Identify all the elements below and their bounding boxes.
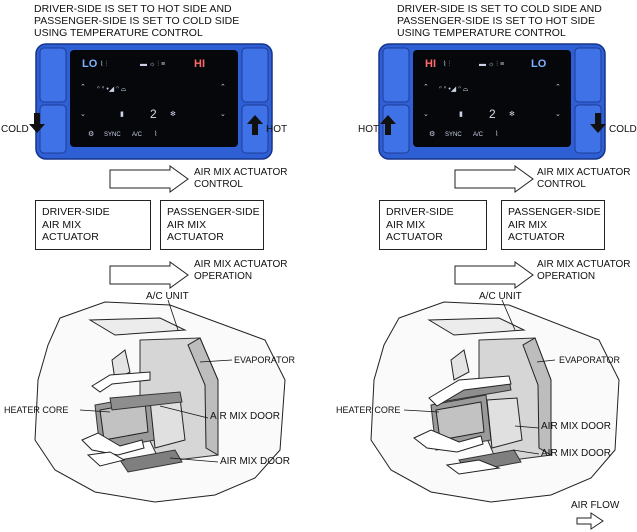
air-flow-legend-label: AIR FLOW bbox=[571, 500, 620, 511]
right-ac-unit-drawing bbox=[370, 301, 620, 503]
right-driver-display: HI bbox=[425, 58, 436, 70]
left-sync-label: SYNC bbox=[104, 132, 121, 138]
left-illustration: LO HI ⌇ ⫶▬ ☼ ⫶ ≡ ⌃⌃ ᐢ ᐢ •◢ ᐢ ⌓ ⌄⌄ ▮✻ ⚙⌇ … bbox=[29, 43, 286, 503]
left-climate-panel: LO HI ⌇ ⫶▬ ☼ ⫶ ≡ ⌃⌃ ᐢ ᐢ •◢ ᐢ ⌓ ⌄⌄ ▮✻ ⚙⌇ … bbox=[29, 43, 273, 160]
right-evaporator-label: EVAPORATOR bbox=[559, 355, 621, 365]
right-sync-label: SYNC bbox=[445, 132, 462, 138]
right-knob-up-arrow bbox=[247, 115, 263, 135]
left-air-mix-door-label-1: AIR MIX DOOR bbox=[210, 411, 281, 422]
right-passenger-box-line-1: PASSENGER-SIDE bbox=[508, 206, 601, 218]
right-leader-lines bbox=[403, 299, 556, 455]
svg-text:ᐢ ᐢ •◢ ᐢ ⌓: ᐢ ᐢ •◢ ᐢ ⌓ bbox=[97, 86, 127, 93]
right-ac-label: A/C bbox=[473, 132, 484, 138]
left-driver-display: LO bbox=[82, 58, 98, 70]
right-air-mix-door-label-1: AIR MIX DOOR bbox=[541, 421, 612, 432]
svg-text:▬ ☼ ⫶ ≡: ▬ ☼ ⫶ ≡ bbox=[140, 60, 165, 68]
right-operation-arrow bbox=[454, 261, 534, 289]
right-climate-panel: HI LO ⌇ ⫶▬ ☼ ⫶ ≡ ⌃⌃ ᐢ ᐢ •◢ ᐢ ⌓ ⌄⌄ ▮✻ ⚙⌇ … bbox=[378, 43, 606, 160]
left-ac-unit-drawing bbox=[34, 301, 286, 503]
svg-text:⌇: ⌇ bbox=[495, 130, 498, 138]
left-knob-label: COLD bbox=[1, 124, 29, 135]
svg-text:⚙: ⚙ bbox=[88, 130, 94, 138]
air-flow-legend-arrow bbox=[576, 512, 604, 530]
right-title-line-3: USING TEMPERATURE CONTROL bbox=[397, 27, 566, 39]
svg-text:✻: ✻ bbox=[509, 110, 515, 118]
left-passenger-box-line-2: AIR MIX bbox=[167, 218, 207, 231]
left-passenger-display: HI bbox=[194, 58, 205, 70]
left-driver-box-line-3: ACTUATOR bbox=[42, 231, 99, 243]
svg-text:⌇ ⫶: ⌇ ⫶ bbox=[443, 60, 450, 68]
left-title: DRIVER-SIDE IS SET TO HOT SIDE AND PASSE… bbox=[34, 3, 239, 39]
right-title-line-1: DRIVER-SIDE IS SET TO COLD SIDE AND bbox=[397, 3, 602, 15]
left-operation-arrow bbox=[109, 261, 189, 289]
right-knob-label: HOT bbox=[266, 124, 288, 135]
left-knob-down-arrow bbox=[29, 113, 45, 133]
svg-text:ᐢ ᐢ •◢ ᐢ ⌓: ᐢ ᐢ •◢ ᐢ ⌓ bbox=[439, 86, 469, 93]
right-operation-step: AIR MIX ACTUATOR OPERATION bbox=[537, 259, 631, 282]
right-title: DRIVER-SIDE IS SET TO COLD SIDE AND PASS… bbox=[397, 3, 602, 39]
left-evaporator-label: EVAPORATOR bbox=[234, 355, 296, 365]
left-panel: DRIVER-SIDE IS SET TO HOT SIDE AND PASSE… bbox=[0, 0, 318, 532]
left-leader-lines bbox=[79, 299, 233, 463]
left-passenger-actuator-box: PASSENGER-SIDE AIR MIX ACTUATOR bbox=[160, 200, 264, 250]
left-title-line-1: DRIVER-SIDE IS SET TO HOT SIDE AND bbox=[34, 3, 232, 15]
left-passenger-box-line-1: PASSENGER-SIDE bbox=[167, 206, 260, 218]
right-panel-left-up-arrow bbox=[380, 115, 396, 135]
svg-text:⌄: ⌄ bbox=[220, 111, 226, 118]
svg-text:✻: ✻ bbox=[170, 110, 176, 118]
svg-text:⌃: ⌃ bbox=[555, 83, 561, 91]
left-operation-step: AIR MIX ACTUATOR OPERATION bbox=[194, 259, 288, 282]
left-driver-actuator-box: DRIVER-SIDE AIR MIX ACTUATOR bbox=[35, 200, 151, 250]
right-heater-core-label: HEATER CORE bbox=[336, 405, 401, 415]
right-ac-unit-label: A/C UNIT bbox=[479, 291, 522, 302]
svg-text:⌄: ⌄ bbox=[555, 111, 561, 118]
left-air-mix-door-label-2: AIR MIX DOOR bbox=[220, 456, 291, 467]
left-title-line-3: USING TEMPERATURE CONTROL bbox=[34, 27, 203, 39]
left-title-line-2: PASSENGER-SIDE IS SET TO COLD SIDE bbox=[34, 15, 240, 27]
right-panel: DRIVER-SIDE IS SET TO COLD SIDE AND PASS… bbox=[319, 0, 637, 532]
left-heater-core-label: HEATER CORE bbox=[4, 405, 69, 415]
left-control-step: AIR MIX ACTUATOR CONTROL bbox=[194, 167, 288, 190]
svg-text:⌇ ⫶: ⌇ ⫶ bbox=[100, 60, 107, 68]
svg-text:⚙: ⚙ bbox=[429, 130, 435, 138]
right-passenger-box-line-3: ACTUATOR bbox=[508, 231, 565, 243]
right-panel-right-down-arrow bbox=[590, 113, 606, 133]
right-driver-box-line-2: AIR MIX bbox=[386, 218, 426, 231]
right-driver-box-line-1: DRIVER-SIDE bbox=[386, 206, 454, 218]
svg-text:⌃: ⌃ bbox=[423, 83, 429, 91]
svg-text:▮: ▮ bbox=[120, 111, 124, 118]
right-air-mix-door-label-2: AIR MIX DOOR bbox=[541, 448, 612, 459]
left-driver-box-line-2: AIR MIX bbox=[42, 218, 82, 231]
svg-text:▬ ☼ ⫶ ≡: ▬ ☼ ⫶ ≡ bbox=[479, 60, 504, 68]
left-ac-label: A/C bbox=[132, 132, 143, 138]
svg-text:⌄: ⌄ bbox=[80, 111, 86, 118]
right-passenger-actuator-box: PASSENGER-SIDE AIR MIX ACTUATOR bbox=[501, 200, 605, 250]
right-fan-level: 2 bbox=[489, 107, 496, 121]
svg-text:⌇: ⌇ bbox=[154, 130, 157, 138]
right-illustration: HI LO ⌇ ⫶▬ ☼ ⫶ ≡ ⌃⌃ ᐢ ᐢ •◢ ᐢ ⌓ ⌄⌄ ▮✻ ⚙⌇ … bbox=[370, 43, 620, 530]
svg-text:⌃: ⌃ bbox=[80, 83, 86, 91]
svg-text:⌃: ⌃ bbox=[220, 83, 226, 91]
right-control-arrow bbox=[454, 165, 534, 193]
svg-text:⌄: ⌄ bbox=[423, 111, 429, 118]
svg-text:▮: ▮ bbox=[459, 111, 463, 118]
left-ac-unit-label: A/C UNIT bbox=[146, 291, 189, 302]
right-title-line-2: PASSENGER-SIDE IS SET TO HOT SIDE bbox=[397, 15, 595, 27]
right-driver-actuator-box: DRIVER-SIDE AIR MIX ACTUATOR bbox=[379, 200, 487, 250]
right-control-step: AIR MIX ACTUATOR CONTROL bbox=[537, 167, 631, 190]
left-fan-level: 2 bbox=[150, 107, 157, 121]
right-passenger-box-line-2: AIR MIX bbox=[508, 218, 548, 231]
left-driver-box-line-1: DRIVER-SIDE bbox=[42, 206, 110, 218]
left-control-arrow bbox=[109, 165, 189, 193]
left-passenger-box-line-3: ACTUATOR bbox=[167, 231, 224, 243]
right-panel-left-knob-label: HOT bbox=[358, 124, 380, 135]
right-driver-box-line-3: ACTUATOR bbox=[386, 231, 443, 243]
right-panel-right-knob-label: COLD bbox=[609, 124, 637, 135]
right-passenger-display: LO bbox=[531, 58, 547, 70]
